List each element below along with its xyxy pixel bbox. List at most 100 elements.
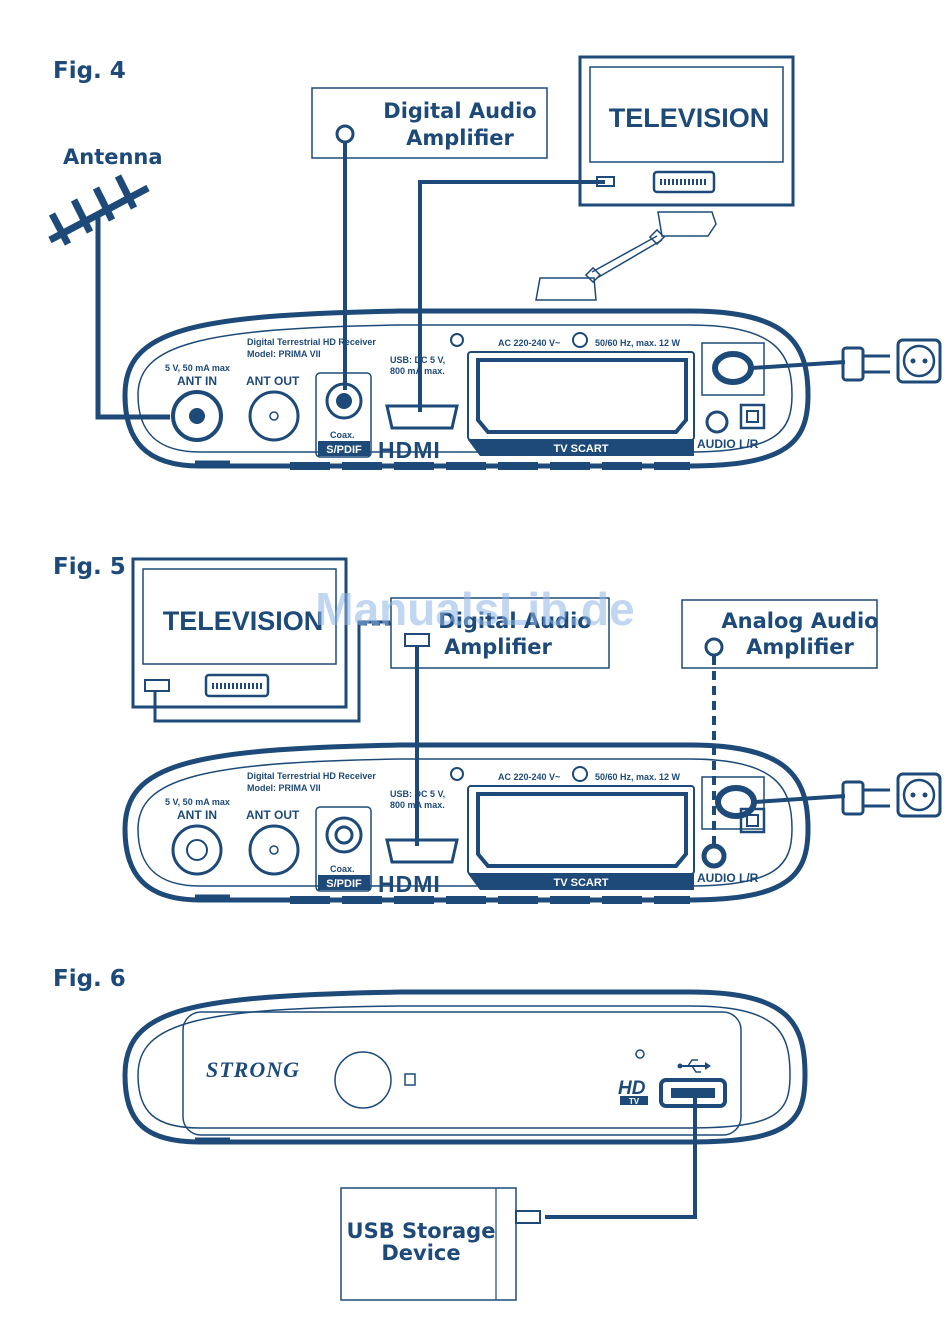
receiver-back-panel-5 — [122, 742, 811, 904]
freq-spec: 50/60 Hz, max. 12 W — [595, 338, 681, 348]
usb-spec-line2-5: 800 mA max. — [390, 800, 445, 810]
tv-label-5: TELEVISION — [163, 606, 324, 636]
tv-logo-text: TV — [629, 1097, 640, 1106]
amplifier-coax-jack-icon — [335, 124, 355, 144]
screw-icon — [450, 333, 464, 347]
fig6-title: Fig. 6 — [53, 966, 126, 992]
usb-plug-icon — [515, 1210, 541, 1224]
audio-lr-label-5: AUDIO L/R — [697, 871, 759, 885]
analog-audio-amplifier-box — [681, 599, 878, 669]
digital-amp-line1: Digital Audio — [438, 609, 591, 633]
receiver-back-panel — [122, 308, 811, 470]
tv-scart-label: TV SCART — [554, 443, 609, 455]
coax-label-5: Coax. — [330, 864, 355, 874]
ac-spec: AC 220-240 V~ — [498, 338, 560, 348]
ir-sensor-icon — [404, 1073, 416, 1086]
watermark: ManualsLib.de — [315, 583, 634, 635]
analog-amp-line1: Analog Audio — [721, 609, 878, 633]
power-input-icon-5 — [715, 785, 757, 819]
spdif-panel-5 — [315, 806, 372, 892]
fig5-title: Fig. 5 — [53, 554, 126, 580]
led-indicator-icon — [635, 1049, 645, 1059]
model-line2: Model: PRIMA VII — [247, 349, 321, 359]
freq-spec-5: 50/60 Hz, max. 12 W — [595, 772, 681, 782]
scart-cable — [535, 211, 717, 301]
ant-in-label-5: ANT IN — [177, 808, 217, 822]
ant-out-port-icon — [248, 390, 300, 442]
ant-out-label-5: ANT OUT — [246, 808, 300, 822]
spdif-coax-port-icon — [325, 382, 363, 420]
hdmi-port-icon-5 — [385, 838, 459, 864]
ant-in-label: ANT IN — [177, 374, 217, 388]
analog-amp-jack-icon — [704, 637, 724, 657]
spdif-coax-port-icon-5 — [325, 816, 363, 854]
spdif-panel — [315, 372, 372, 458]
tv-scart-port-icon — [476, 358, 688, 434]
hd-tv-logo: HD TV — [618, 1078, 648, 1106]
usb-symbol-icon — [677, 1059, 711, 1073]
hd-logo-text: HD — [618, 1078, 646, 1099]
antenna-cable — [95, 212, 170, 420]
ant-spec: 5 V, 50 mA max — [165, 363, 230, 373]
digital-amp-line2: Amplifier — [444, 635, 552, 659]
amplifier-label-line2: Amplifier — [406, 126, 514, 150]
brand-logo: STRONG — [206, 1057, 300, 1082]
ant-spec-5: 5 V, 50 mA max — [165, 797, 230, 807]
double-insulation-icon-5 — [739, 807, 766, 834]
amplifier-label-line1: Digital Audio — [383, 99, 536, 123]
usb-spec-line2: 800 mA max. — [390, 366, 445, 376]
scart-frame-5 — [467, 785, 695, 875]
power-input-icon — [712, 351, 754, 385]
tv-scart-port-icon-5 — [204, 673, 270, 698]
tv-scart-label-5: TV SCART — [554, 877, 609, 889]
tv-return-cable — [153, 620, 390, 723]
receiver-front-panel — [122, 989, 808, 1145]
ant-in-port-icon — [171, 390, 223, 442]
screw-icon-5b — [572, 766, 588, 782]
power-plug-icon — [751, 346, 890, 382]
model-line1: Digital Terrestrial HD Receiver — [247, 337, 376, 347]
wall-outlet-icon-5 — [896, 772, 942, 818]
antenna-label: Antenna — [63, 145, 163, 169]
wall-outlet-icon — [896, 338, 942, 384]
tv-label: TELEVISION — [609, 103, 770, 133]
tv-scart-port-icon-5b — [476, 792, 688, 868]
audio-lr-label: AUDIO L/R — [697, 437, 759, 451]
tv-screen-5 — [142, 568, 337, 665]
audio-lr-port-icon — [705, 410, 729, 434]
usb-spec-line1-5: USB: DC 5 V, — [390, 789, 445, 799]
hdmi-port-icon — [385, 404, 459, 430]
tv-frame — [578, 55, 795, 207]
amp-hdmi-port-icon — [404, 633, 430, 647]
screw-icon-2 — [572, 332, 588, 348]
tv-hdmi-port-icon-5 — [144, 679, 170, 692]
tv-screen — [589, 66, 784, 163]
digital-audio-amplifier-box — [311, 87, 548, 159]
screw-icon-5 — [450, 767, 464, 781]
usb-storage-device-box — [340, 1187, 517, 1301]
usb-cable — [545, 1093, 697, 1219]
spdif-label: S/PDIF — [326, 444, 362, 456]
model-line2-5: Model: PRIMA VII — [247, 783, 321, 793]
ac-spec-5: AC 220-240 V~ — [498, 772, 560, 782]
tv-frame-5 — [131, 557, 348, 709]
hdmi-cable — [418, 180, 605, 412]
analog-amp-line2: Amplifier — [746, 635, 854, 659]
scart-frame — [467, 351, 695, 441]
coax-label: Coax. — [330, 430, 355, 440]
ant-out-port-icon-5 — [248, 824, 300, 876]
audio-lr-port-icon-5 — [701, 843, 727, 869]
usb-device-line2: Device — [381, 1241, 460, 1265]
usb-device-line1: USB Storage — [347, 1219, 496, 1243]
power-plug-icon-5 — [754, 780, 890, 816]
power-button — [334, 1051, 392, 1109]
spdif-label-5: S/PDIF — [326, 878, 362, 890]
usb-spec-line1: USB: DC 5 V, — [390, 355, 445, 365]
double-insulation-icon — [739, 403, 766, 430]
model-line1-5: Digital Terrestrial HD Receiver — [247, 771, 376, 781]
tv-scart-port-icon — [652, 170, 716, 194]
hdmi-label: HDMI — [378, 437, 441, 463]
ant-in-port-icon-5 — [171, 824, 223, 876]
ant-out-label: ANT OUT — [246, 374, 300, 388]
